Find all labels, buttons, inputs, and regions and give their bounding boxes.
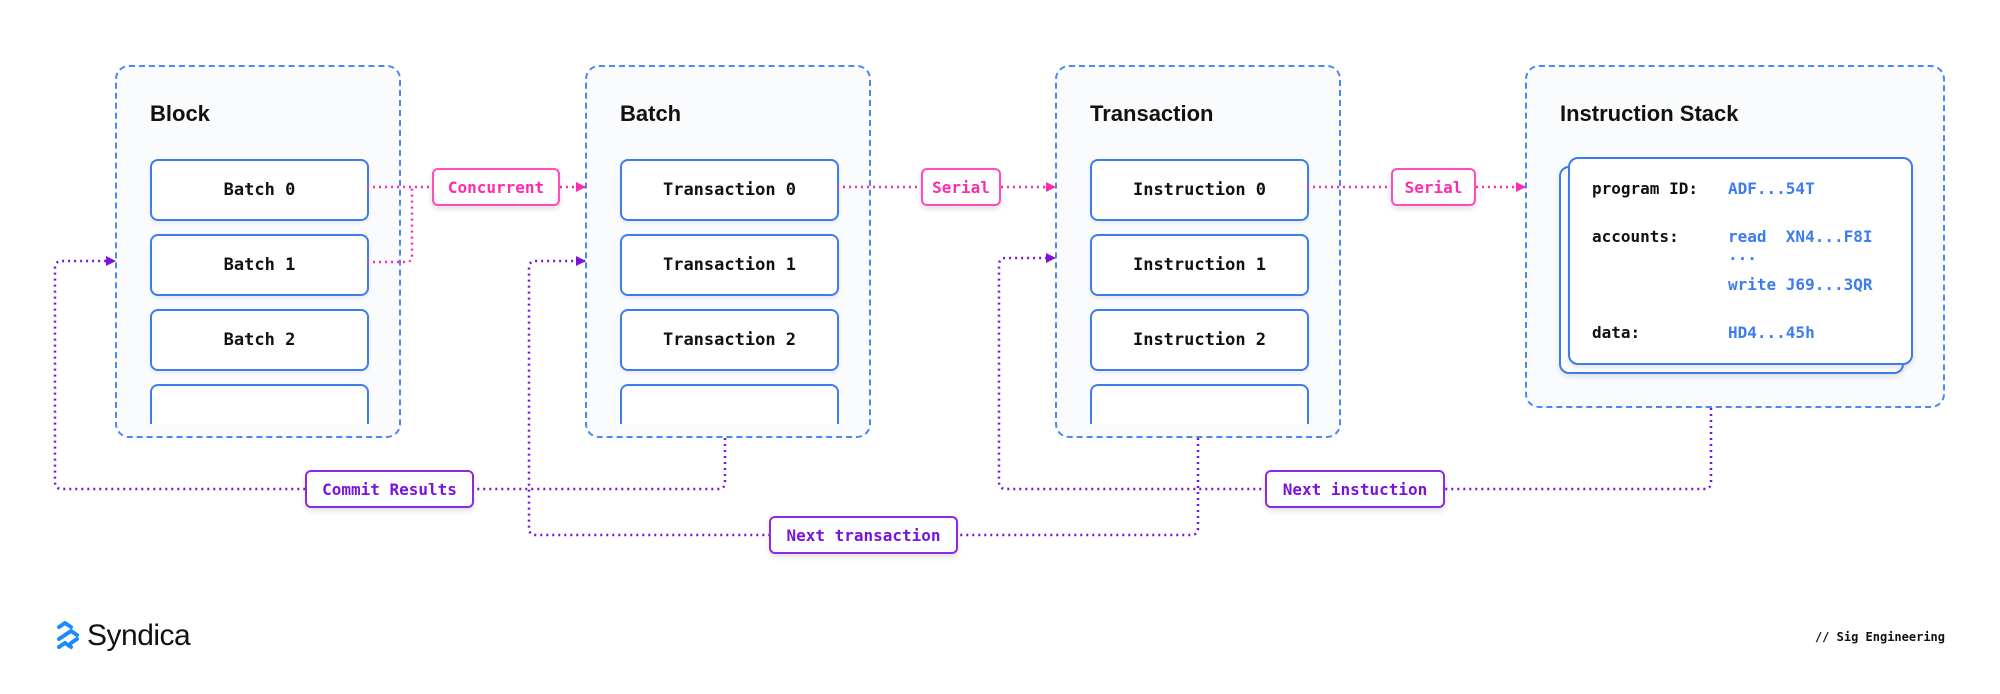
instruction-card: program ID: ADF...54T accounts: read XN4… [1568, 157, 1913, 365]
serial-label: Serial [1391, 168, 1476, 206]
instruction-item-more [1090, 384, 1309, 424]
brand-name: Syndica [87, 619, 191, 652]
instruction-item: Instruction 1 [1090, 234, 1309, 296]
stage-block: Block Batch 0 Batch 1 Batch 2 [115, 65, 401, 438]
accounts-label: accounts: [1592, 227, 1679, 246]
next-instruction-path [997, 253, 1713, 491]
syndica-logo-icon [57, 621, 79, 649]
transaction-item: Transaction 1 [620, 234, 839, 296]
batch-item: Batch 2 [150, 309, 369, 371]
batch-item: Batch 1 [150, 234, 369, 296]
next-instruction-label: Next instuction [1265, 470, 1445, 508]
stage-batch: Batch Transaction 0 Transaction 1 Transa… [585, 65, 871, 438]
next-transaction-path [527, 256, 1200, 537]
stage-title: Batch [620, 101, 682, 126]
stage-title: Instruction Stack [1560, 101, 1739, 126]
commit-results-label: Commit Results [305, 470, 474, 508]
instruction-item: Instruction 2 [1090, 309, 1309, 371]
batch-item-more [150, 384, 369, 424]
commit-results-path [53, 256, 727, 491]
footer-tagline: // Sig Engineering [1814, 630, 1945, 644]
accounts-ellipsis: ... [1728, 245, 1757, 264]
transaction-item-more [620, 384, 839, 424]
concurrent-label: Concurrent [432, 168, 560, 206]
data-value: HD4...45h [1728, 323, 1815, 342]
instruction-item: Instruction 0 [1090, 159, 1309, 221]
program-id-label: program ID: [1592, 179, 1698, 198]
stage-title: Transaction [1090, 101, 1214, 126]
batch1-to-concurrent [367, 187, 414, 264]
transaction-item: Transaction 0 [620, 159, 839, 221]
program-id-value: ADF...54T [1728, 179, 1815, 198]
stage-transaction: Transaction Instruction 0 Instruction 1 … [1055, 65, 1341, 438]
next-transaction-label: Next transaction [769, 516, 958, 554]
account-write: write J69...3QR [1728, 275, 1873, 294]
syndica-logo: Syndica [55, 619, 191, 653]
stage-title: Block [150, 101, 210, 126]
batch-item: Batch 0 [150, 159, 369, 221]
transaction-item: Transaction 2 [620, 309, 839, 371]
serial-label: Serial [921, 168, 1001, 206]
account-read: read XN4...F8I [1728, 227, 1873, 246]
data-label: data: [1592, 323, 1641, 342]
